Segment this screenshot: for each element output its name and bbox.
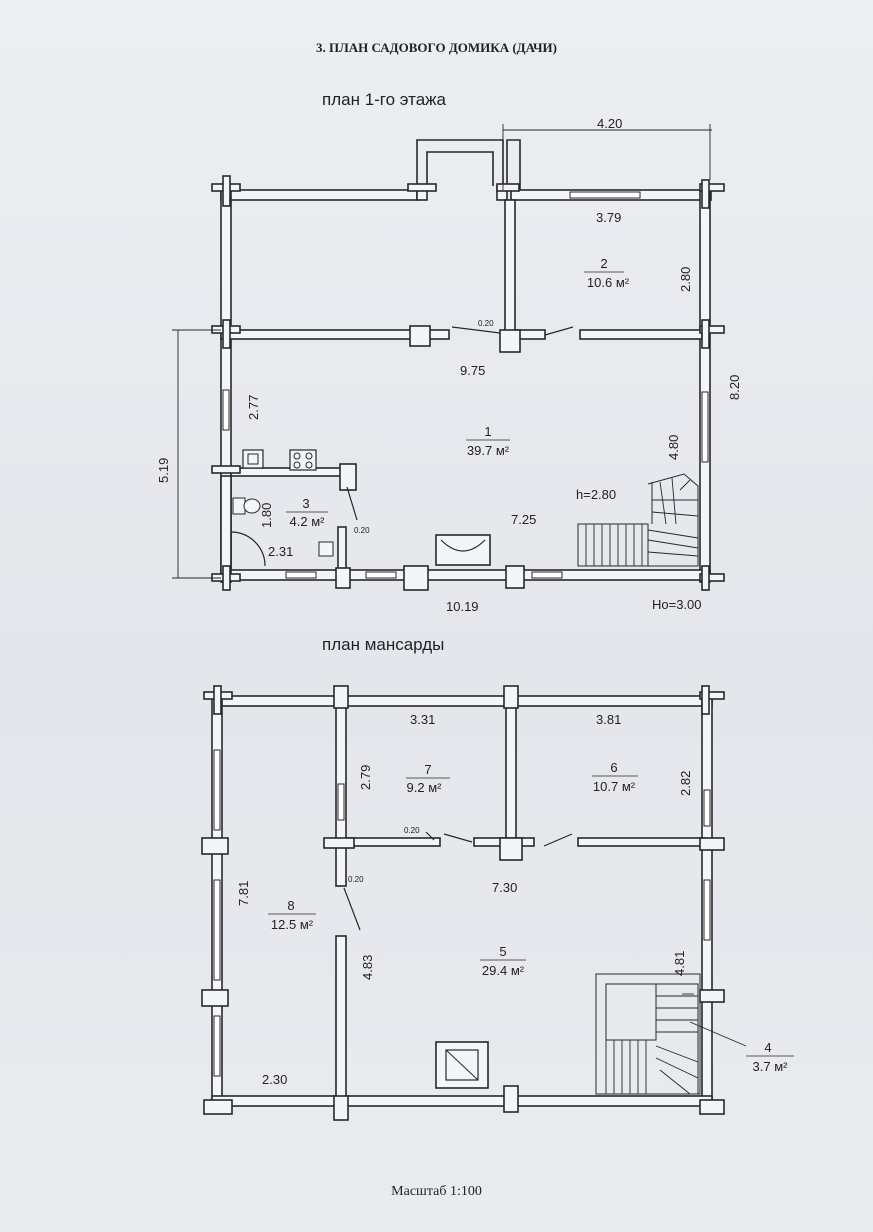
f2-room-4-label: 4 3.7 м² bbox=[746, 1040, 794, 1074]
f1-dim-height: h=2.80 bbox=[576, 487, 616, 502]
f1-room-number: 3 bbox=[302, 496, 309, 511]
f1-dim-hall-right: 4.80 bbox=[666, 435, 681, 460]
f2-dim-hall-width: 7.30 bbox=[492, 880, 517, 895]
f2-room-number: 6 bbox=[610, 760, 617, 775]
f1-dim-hall-width: 9.75 bbox=[460, 363, 485, 378]
floor1-stair-treads bbox=[585, 477, 699, 566]
f1-room-number: 2 bbox=[600, 256, 607, 271]
f2-dim-room8-depth: 7.81 bbox=[236, 881, 251, 906]
f2-room-7-label: 7 9.2 м² bbox=[406, 762, 450, 795]
f2-dim-wall-b: 0.20 bbox=[348, 875, 364, 884]
f1-dim-left-wall: 2.77 bbox=[246, 395, 261, 420]
f2-room-area: 29.4 м² bbox=[482, 963, 525, 978]
f2-room-number: 5 bbox=[499, 944, 506, 959]
f2-dim-room7-width: 3.31 bbox=[410, 712, 435, 727]
floor1-dimension-lines bbox=[172, 124, 712, 579]
f1-dim-wall-a: 0.20 bbox=[478, 319, 494, 328]
f2-room-area: 12.5 м² bbox=[271, 917, 314, 932]
f1-dim-bottom-total: 10.19 bbox=[446, 599, 479, 614]
f2-room-area: 10.7 м² bbox=[593, 779, 636, 794]
f1-room-number: 1 bbox=[484, 424, 491, 439]
f2-room-6-label: 6 10.7 м² bbox=[592, 760, 638, 794]
f1-dim-right-total: 8.20 bbox=[727, 375, 742, 400]
f1-dim-ho: Но=3.00 bbox=[652, 597, 702, 612]
f1-dim-left-total: 5.19 bbox=[156, 458, 171, 483]
f1-room-area: 10.6 м² bbox=[587, 275, 630, 290]
f1-dim-bath-width: 2.31 bbox=[268, 544, 293, 559]
floor2-stair-treads bbox=[605, 993, 747, 1095]
f1-room-area: 39.7 м² bbox=[467, 443, 510, 458]
f1-dim-wall-b: 0.20 bbox=[354, 526, 370, 535]
floor2-plan bbox=[201, 685, 725, 1121]
f1-dim-room2-depth: 2.80 bbox=[678, 267, 693, 292]
f2-room-number: 7 bbox=[424, 762, 431, 777]
f1-dim-room2-width: 3.79 bbox=[596, 210, 621, 225]
f2-dim-room6-depth: 2.82 bbox=[678, 771, 693, 796]
f2-dim-room8-width: 2.30 bbox=[262, 1072, 287, 1087]
f2-dim-room6-width: 3.81 bbox=[596, 712, 621, 727]
f2-dim-room8-right: 4.83 bbox=[360, 955, 375, 980]
f1-dim-top-right: 4.20 bbox=[597, 116, 622, 131]
f2-room-number: 4 bbox=[764, 1040, 771, 1055]
f1-room-area: 4.2 м² bbox=[290, 514, 326, 529]
f1-room-3-label: 3 4.2 м² bbox=[286, 496, 328, 529]
f2-room-8-label: 8 12.5 м² bbox=[268, 898, 316, 932]
f1-room-1-label: 1 39.7 м² bbox=[466, 424, 510, 458]
f2-room-area: 3.7 м² bbox=[753, 1059, 789, 1074]
f1-dim-bath-depth: 1.80 bbox=[259, 503, 274, 528]
scale-label: Масштаб 1:100 bbox=[391, 1184, 482, 1199]
page-title: 3. ПЛАН САДОВОГО ДОМИКА (ДАЧИ) bbox=[316, 40, 557, 55]
f2-room-5-label: 5 29.4 м² bbox=[480, 944, 526, 978]
floor2-title: план мансарды bbox=[322, 635, 445, 654]
f1-room-2-label: 2 10.6 м² bbox=[584, 256, 630, 290]
f1-dim-hall-lower: 7.25 bbox=[511, 512, 536, 527]
f2-dim-wall-a: 0.20 bbox=[404, 826, 420, 835]
f2-dim-hall-right: 4.81 bbox=[672, 951, 687, 976]
f2-room-area: 9.2 м² bbox=[407, 780, 443, 795]
f2-room-number: 8 bbox=[287, 898, 294, 913]
f2-dim-room7-depth: 2.79 bbox=[358, 765, 373, 790]
floor1-plan bbox=[211, 139, 725, 591]
floor1-title: план 1-го этажа bbox=[322, 90, 446, 109]
